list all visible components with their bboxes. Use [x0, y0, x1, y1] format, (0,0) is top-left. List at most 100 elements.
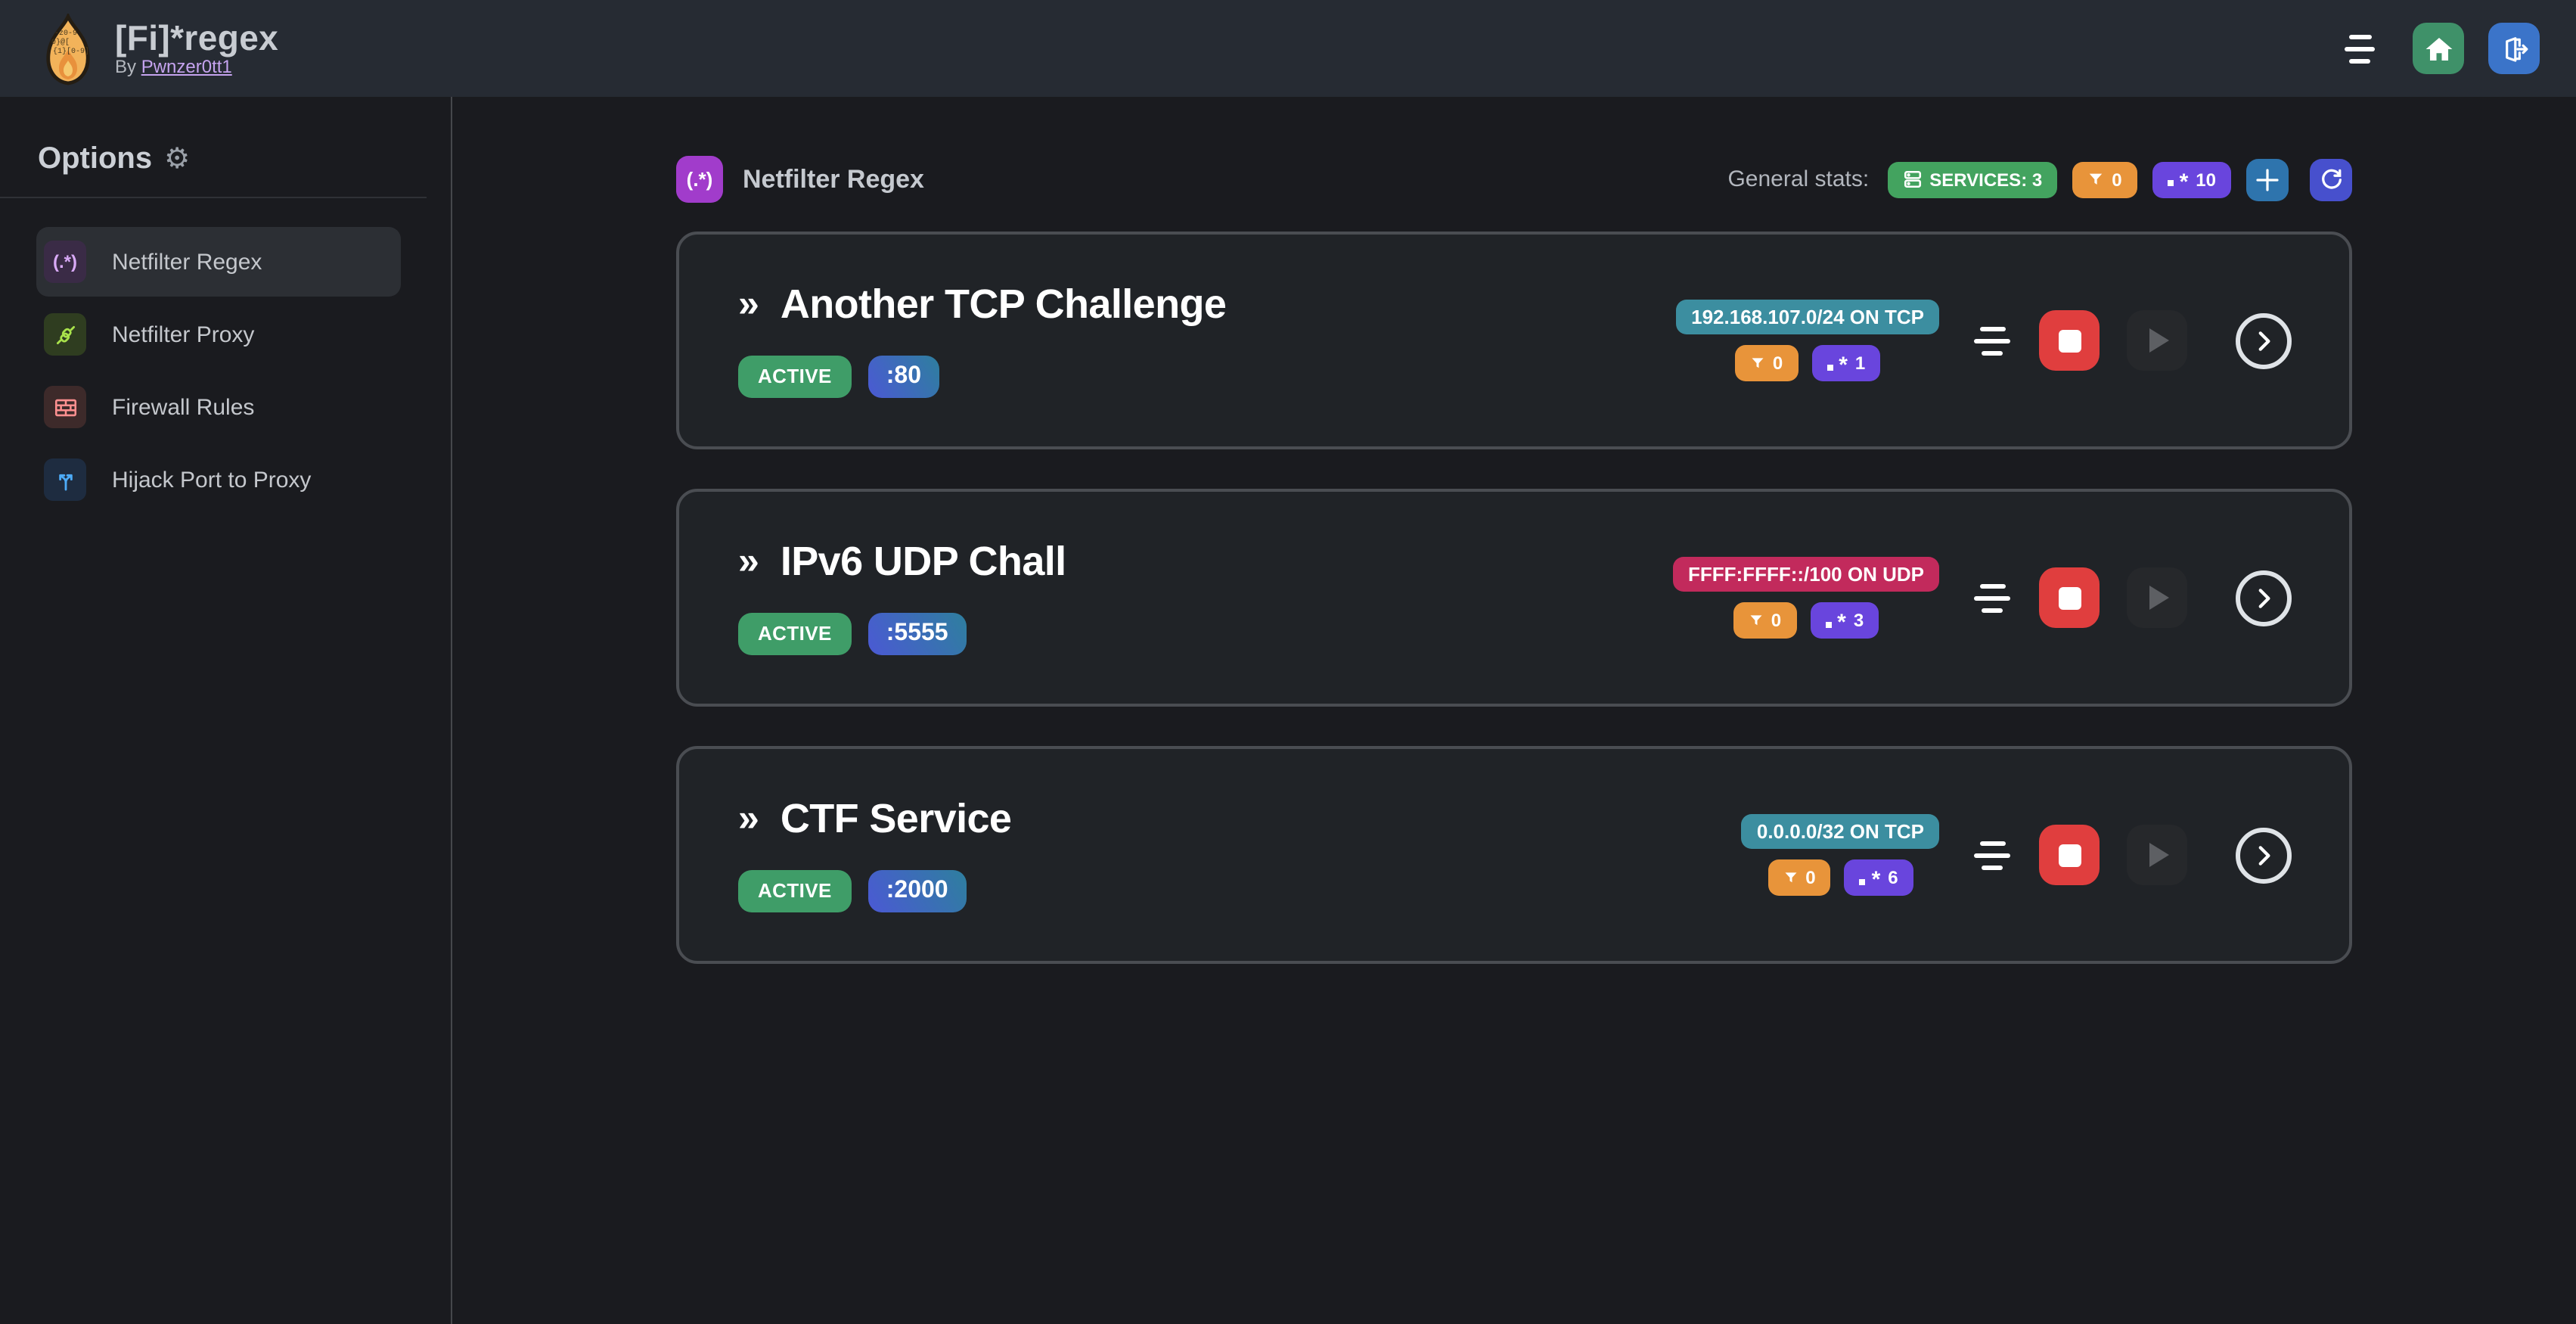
add-service-button[interactable]	[2246, 158, 2289, 200]
svg-text:0}@[: 0}@[	[51, 38, 70, 47]
sidebar-item-firewall-rules[interactable]: Firewall Rules	[36, 372, 401, 442]
regex-dot-icon	[1826, 364, 1833, 370]
sidebar-item-netfilter-proxy[interactable]: Netfilter Proxy	[36, 300, 401, 369]
regex-dot-icon	[1859, 878, 1866, 884]
refresh-icon	[2321, 169, 2341, 189]
port-badge: :80	[867, 355, 939, 397]
service-menu-icon[interactable]	[1972, 841, 2012, 869]
start-service-button-disabled[interactable]	[2127, 825, 2187, 885]
refresh-button[interactable]	[2310, 158, 2352, 200]
section-title-group: (.*) Netfilter Regex	[676, 156, 924, 203]
sidebar-divider	[0, 197, 427, 198]
stop-service-button[interactable]	[2039, 567, 2100, 628]
service-card-2: » IPv6 UDP Chall ACTIVE :5555 FFFF:FFFF:…	[676, 489, 2352, 707]
open-service-button[interactable]	[2236, 570, 2292, 626]
service-list: » Another TCP Challenge ACTIVE :80 192.1…	[676, 232, 2352, 964]
brand: -z0-9 0}@[ {1}[0-9] [Fi]*regex By Pwnzer…	[36, 11, 278, 86]
cidr-badge: 0.0.0.0/32 ON TCP	[1741, 814, 1939, 849]
sidebar-item-hijack-port-to-proxy[interactable]: Hijack Port to Proxy	[36, 445, 401, 514]
filter-funnel-icon	[1750, 615, 1762, 626]
sidebar-item-netfilter-regex[interactable]: (.*) Netfilter Regex	[36, 227, 401, 297]
plus-icon	[2256, 168, 2279, 191]
regex-count-badge: * 1	[1811, 345, 1881, 381]
service-menu-icon[interactable]	[1972, 326, 2012, 355]
fork-arrows-icon	[44, 458, 86, 501]
regex-count-badge: * 10	[2152, 161, 2231, 197]
chevron-right-icon	[2258, 331, 2270, 350]
menu-icon[interactable]	[2340, 34, 2379, 63]
gear-icon: ⚙	[164, 144, 191, 176]
general-stats-label: General stats:	[1727, 166, 1870, 192]
navbar-actions	[2340, 23, 2540, 74]
open-service-button[interactable]	[2236, 312, 2292, 368]
filters-count-badge: 0	[1733, 602, 1797, 639]
regex-dot-icon	[1825, 621, 1832, 627]
services-count-badge: SERVICES: 3	[1887, 161, 2058, 197]
status-badge: ACTIVE	[738, 612, 852, 654]
options-sidebar: Options ⚙ (.*) Netfilter Regex Netfilter…	[0, 97, 452, 1324]
service-name: Another TCP Challenge	[780, 281, 1227, 326]
stop-icon	[2058, 844, 2081, 866]
flame-logo-icon: -z0-9 0}@[ {1}[0-9]	[46, 14, 90, 85]
regex-paren-icon: (.*)	[44, 241, 86, 283]
cidr-badge: FFFF:FFFF::/100 ON UDP	[1673, 557, 1939, 592]
status-badge: ACTIVE	[738, 869, 852, 912]
sidebar-item-label: Netfilter Regex	[112, 249, 262, 275]
home-icon	[2425, 36, 2452, 61]
play-icon	[2149, 328, 2169, 353]
filters-count-badge: 0	[2072, 161, 2137, 197]
main-content: (.*) Netfilter Regex General stats: SERV…	[452, 97, 2576, 1324]
plug-icon	[44, 313, 86, 356]
play-icon	[2149, 586, 2169, 610]
svg-text:-z0-9: -z0-9	[54, 30, 77, 38]
logout-button[interactable]	[2488, 23, 2540, 74]
stop-service-button[interactable]	[2039, 310, 2100, 371]
regex-star-icon: *	[2179, 169, 2189, 194]
brick-wall-icon	[44, 386, 86, 428]
double-chevron-icon: »	[738, 797, 759, 839]
play-icon	[2149, 843, 2169, 867]
server-icon	[1904, 170, 1921, 188]
start-service-button-disabled[interactable]	[2127, 310, 2187, 371]
double-chevron-icon: »	[738, 282, 759, 325]
chevron-right-icon	[2258, 588, 2270, 608]
app-title: [Fi]*regex	[115, 18, 279, 58]
regex-star-icon: *	[1839, 353, 1848, 378]
service-menu-icon[interactable]	[1972, 583, 2012, 612]
chevron-right-icon	[2258, 845, 2270, 865]
service-card-3: » CTF Service ACTIVE :2000 0.0.0.0/32 ON…	[676, 746, 2352, 964]
svg-text:{1}[0-9]: {1}[0-9]	[53, 47, 89, 56]
status-badge: ACTIVE	[738, 355, 852, 397]
logout-door-icon	[2505, 36, 2528, 61]
start-service-button-disabled[interactable]	[2127, 567, 2187, 628]
service-card-1: » Another TCP Challenge ACTIVE :80 192.1…	[676, 232, 2352, 449]
service-name: IPv6 UDP Chall	[780, 538, 1066, 583]
filters-count-badge: 0	[1768, 859, 1831, 896]
regex-star-icon: *	[1837, 610, 1846, 636]
sidebar-item-label: Hijack Port to Proxy	[112, 467, 312, 493]
regex-star-icon: *	[1871, 867, 1881, 893]
filters-count-badge: 0	[1734, 345, 1799, 381]
byline: By Pwnzer0tt1	[115, 56, 278, 78]
sidebar-item-label: Netfilter Proxy	[112, 322, 255, 347]
home-button[interactable]	[2413, 23, 2464, 74]
top-navbar: -z0-9 0}@[ {1}[0-9] [Fi]*regex By Pwnzer…	[0, 0, 2576, 97]
general-stats: General stats: SERVICES: 3 0 * 10	[1727, 158, 2352, 200]
author-link[interactable]: Pwnzer0tt1	[141, 56, 232, 78]
page-layout: Options ⚙ (.*) Netfilter Regex Netfilter…	[0, 97, 2576, 1324]
double-chevron-icon: »	[738, 539, 759, 582]
regex-count-badge: * 3	[1810, 602, 1879, 639]
open-service-button[interactable]	[2236, 827, 2292, 883]
filter-funnel-icon	[1752, 358, 1764, 368]
filter-funnel-icon	[1784, 872, 1796, 883]
options-heading-label: Options	[38, 142, 153, 176]
sidebar-item-label: Firewall Rules	[112, 394, 255, 420]
cidr-badge: 192.168.107.0/24 ON TCP	[1676, 300, 1939, 334]
byline-prefix: By	[115, 56, 141, 78]
regex-paren-icon: (.*)	[676, 156, 723, 203]
regex-dot-icon	[2167, 180, 2174, 186]
filter-funnel-icon	[2089, 173, 2103, 185]
sidebar-nav: (.*) Netfilter Regex Netfilter Proxy Fir…	[0, 227, 451, 514]
stop-service-button[interactable]	[2039, 825, 2100, 885]
options-heading: Options ⚙	[38, 142, 451, 177]
